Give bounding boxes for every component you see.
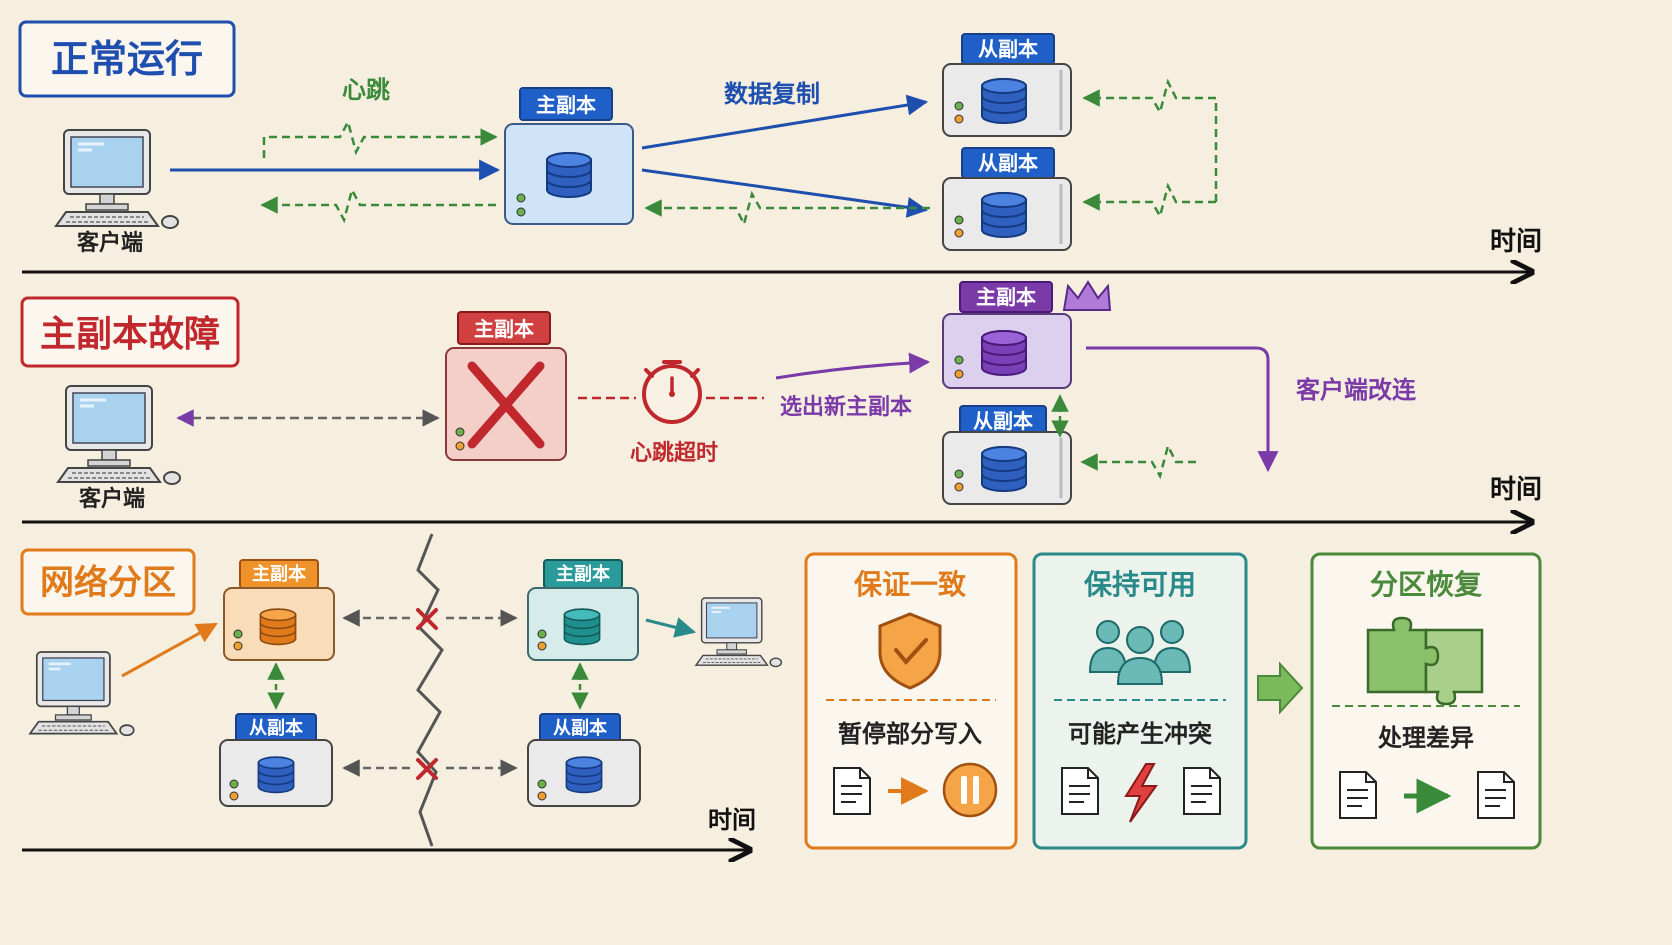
secondary-tag-label: 从副本 [553,717,607,739]
client-label: 客户端 [79,486,145,512]
section-title-box [20,296,240,368]
client-label: 客户端 [77,230,143,256]
client-computer-icon [54,128,180,230]
network-partition-crack [416,533,444,847]
transition-arrow-icon [1257,661,1304,715]
heartbeat-arrow [262,118,498,158]
primary-tag-label: 主副本 [536,93,596,117]
secondary-tag-label: 从副本 [978,151,1038,175]
outcome-caption: 处理差异 [1377,724,1474,752]
secondary-tag-label: 从副本 [978,37,1038,61]
outcome-title: 保持可用 [1084,568,1196,601]
database-icon [565,756,603,794]
failed-primary-tag-label: 主副本 [474,317,534,341]
document-icon [1183,767,1221,815]
cross-icon [416,608,438,630]
heartbeat-label: 心跳 [342,76,390,104]
cross-icon [416,758,438,780]
heartbeat-timeout-label: 心跳超时 [630,440,718,466]
outcome-card-recovery: 分区恢复 处理差异 [1310,552,1542,850]
time-label: 时间 [708,806,756,834]
section-title-box [20,548,196,616]
database-icon [981,446,1027,492]
client-reconnect-label: 客户端改连 [1296,376,1417,404]
client-write-arrow [121,622,218,678]
secondary-tag-label: 从副本 [249,717,303,739]
outcome-card-availability: 保持可用 可能产生冲突 [1032,552,1248,850]
client-computer-icon [56,384,182,486]
section-title-partition: 网络分区 [40,563,176,603]
database-icon [546,152,592,198]
replication-arrow-1 [641,94,929,150]
heartbeat-loop-arrow [1082,78,1218,202]
heartbeat-arrow [1080,442,1196,480]
pause-icon [942,762,998,818]
primary-tag [519,87,613,121]
client-write-arrow [645,617,697,638]
document-icon [1339,771,1377,819]
heartbeat-return-arrow [260,186,496,224]
secondary-heartbeat-arrow [644,190,930,228]
section-partition: 网络分区 主副本 从副本 主副本 [20,533,1542,850]
data-replication-label: 数据复制 [724,80,820,108]
database-icon [981,330,1027,376]
database-icon [981,78,1027,124]
section-failure: 主副本故障 客户端 主副本 心跳超时 选出新主副本 主副本 [20,280,1542,522]
outcome-title: 保证一致 [854,568,967,601]
database-icon [563,608,601,646]
secondary-tag-label: 从副本 [973,409,1033,433]
new-primary-tag-label: 主副本 [976,285,1036,309]
time-label: 时间 [1490,227,1542,257]
failed-primary-tag [457,311,551,345]
conflict-lightning-icon [1124,763,1158,823]
database-icon [259,608,297,646]
document-icon [1061,767,1099,815]
section-title-box [18,20,236,98]
new-primary-tag [959,281,1053,313]
shield-check-icon [878,612,942,690]
database-icon [257,756,295,794]
database-icon [981,192,1027,238]
stopwatch-icon [642,360,702,424]
heartbeat-loop-arrow [1082,182,1216,220]
cross-icon [467,361,545,449]
outcome-title: 分区恢复 [1370,568,1482,601]
client-computer-icon [694,596,783,668]
section-title-normal: 正常运行 [51,37,203,81]
section-normal: 正常运行 客户端 心跳 主副本 数据复制 从副本 从副本 时间 [18,20,1542,272]
elect-new-primary-label: 选出新主副本 [780,394,912,420]
section-title-failure: 主副本故障 [40,314,220,355]
outcome-card-consistency: 保证一致 暂停部分写入 [804,552,1018,850]
outcome-caption: 暂停部分写入 [838,720,982,748]
time-label: 时间 [1490,475,1542,505]
primary-tag-label: 主副本 [252,563,306,585]
people-icon [1088,620,1192,685]
election-arrow [775,352,931,380]
document-icon [833,767,871,815]
replication-arrow-2 [641,168,929,218]
document-icon [1477,771,1515,819]
client-computer-icon [28,650,135,737]
client-reconnect-arrow [1086,346,1279,473]
primary-tag-label: 主副本 [556,563,610,585]
crown-icon [1062,280,1112,311]
puzzle-icon [1366,616,1484,706]
outcome-caption: 可能产生冲突 [1068,720,1212,748]
